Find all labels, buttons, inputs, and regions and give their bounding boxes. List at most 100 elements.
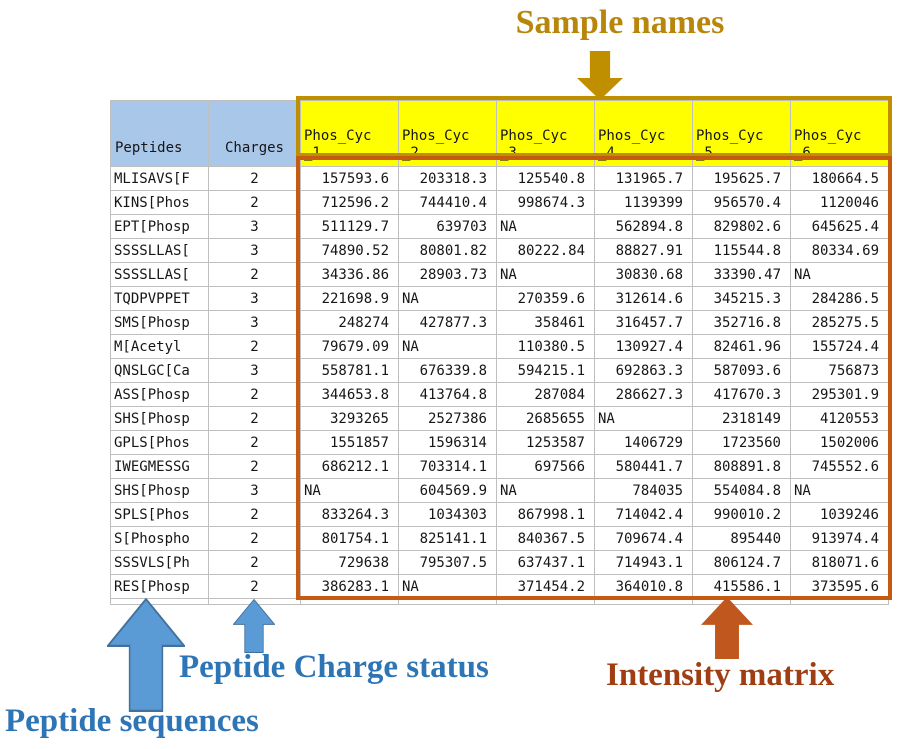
- value-cell[interactable]: 756873: [790, 358, 889, 383]
- value-cell[interactable]: 692863.3: [594, 358, 693, 383]
- value-cell[interactable]: 33390.47: [692, 262, 791, 287]
- value-cell[interactable]: 131965.7: [594, 166, 693, 191]
- value-cell[interactable]: 1502006: [790, 430, 889, 455]
- value-cell[interactable]: 316457.7: [594, 310, 693, 335]
- value-cell[interactable]: 286627.3: [594, 382, 693, 407]
- value-cell[interactable]: 284286.5: [790, 286, 889, 311]
- value-cell[interactable]: 115544.8: [692, 238, 791, 263]
- value-cell[interactable]: 709674.4: [594, 526, 693, 551]
- value-cell[interactable]: 371454.2: [496, 574, 595, 599]
- value-cell[interactable]: NA: [398, 574, 497, 599]
- value-cell[interactable]: 801754.1: [300, 526, 399, 551]
- value-cell[interactable]: 427877.3: [398, 310, 497, 335]
- charge-cell[interactable]: 3: [208, 286, 301, 311]
- peptide-cell[interactable]: S[Phospho: [110, 526, 209, 551]
- value-cell[interactable]: 312614.6: [594, 286, 693, 311]
- value-cell[interactable]: 74890.52: [300, 238, 399, 263]
- charge-cell[interactable]: 3: [208, 310, 301, 335]
- peptide-cell[interactable]: SHS[Phosp: [110, 406, 209, 431]
- value-cell[interactable]: 639703: [398, 214, 497, 239]
- column-header-6[interactable]: Phos_Cyc_6: [790, 100, 889, 167]
- value-cell[interactable]: 808891.8: [692, 454, 791, 479]
- value-cell[interactable]: 712596.2: [300, 190, 399, 215]
- peptide-cell[interactable]: SSSSLLAS[: [110, 238, 209, 263]
- value-cell[interactable]: 558781.1: [300, 358, 399, 383]
- value-cell[interactable]: NA: [496, 214, 595, 239]
- charge-cell[interactable]: 2: [208, 406, 301, 431]
- peptide-cell[interactable]: SPLS[Phos: [110, 502, 209, 527]
- value-cell[interactable]: 1406729: [594, 430, 693, 455]
- value-cell[interactable]: 554084.8: [692, 478, 791, 503]
- value-cell[interactable]: 88827.91: [594, 238, 693, 263]
- value-cell[interactable]: 352716.8: [692, 310, 791, 335]
- charge-cell[interactable]: 3: [208, 478, 301, 503]
- value-cell[interactable]: 697566: [496, 454, 595, 479]
- value-cell[interactable]: 125540.8: [496, 166, 595, 191]
- charge-cell[interactable]: 2: [208, 574, 301, 599]
- value-cell[interactable]: 4120553: [790, 406, 889, 431]
- value-cell[interactable]: 364010.8: [594, 574, 693, 599]
- value-cell[interactable]: 82461.96: [692, 334, 791, 359]
- value-cell[interactable]: 998674.3: [496, 190, 595, 215]
- value-cell[interactable]: 703314.1: [398, 454, 497, 479]
- value-cell[interactable]: 714943.1: [594, 550, 693, 575]
- value-cell[interactable]: 956570.4: [692, 190, 791, 215]
- column-header-2[interactable]: Phos_Cyc_2: [398, 100, 497, 167]
- value-cell[interactable]: 157593.6: [300, 166, 399, 191]
- value-cell[interactable]: 270359.6: [496, 286, 595, 311]
- value-cell[interactable]: 714042.4: [594, 502, 693, 527]
- peptide-cell[interactable]: TQDPVPPET: [110, 286, 209, 311]
- value-cell[interactable]: 248274: [300, 310, 399, 335]
- value-cell[interactable]: 415586.1: [692, 574, 791, 599]
- charge-cell[interactable]: 2: [208, 262, 301, 287]
- value-cell[interactable]: 1139399: [594, 190, 693, 215]
- value-cell[interactable]: 840367.5: [496, 526, 595, 551]
- value-cell[interactable]: 895440: [692, 526, 791, 551]
- value-cell[interactable]: 80222.84: [496, 238, 595, 263]
- value-cell[interactable]: NA: [594, 406, 693, 431]
- value-cell[interactable]: 604569.9: [398, 478, 497, 503]
- value-cell[interactable]: 344653.8: [300, 382, 399, 407]
- value-cell[interactable]: 745552.6: [790, 454, 889, 479]
- value-cell[interactable]: 79679.09: [300, 334, 399, 359]
- charge-cell[interactable]: 2: [208, 454, 301, 479]
- value-cell[interactable]: 417670.3: [692, 382, 791, 407]
- value-cell[interactable]: 203318.3: [398, 166, 497, 191]
- value-cell[interactable]: 2527386: [398, 406, 497, 431]
- charge-cell[interactable]: 2: [208, 430, 301, 455]
- value-cell[interactable]: 221698.9: [300, 286, 399, 311]
- value-cell[interactable]: 80334.69: [790, 238, 889, 263]
- value-cell[interactable]: 1723560: [692, 430, 791, 455]
- value-cell[interactable]: 594215.1: [496, 358, 595, 383]
- peptide-cell[interactable]: RES[Phosp: [110, 574, 209, 599]
- value-cell[interactable]: 1039246: [790, 502, 889, 527]
- value-cell[interactable]: 34336.86: [300, 262, 399, 287]
- value-cell[interactable]: 2318149: [692, 406, 791, 431]
- charge-cell[interactable]: 2: [208, 526, 301, 551]
- value-cell[interactable]: 744410.4: [398, 190, 497, 215]
- value-cell[interactable]: 990010.2: [692, 502, 791, 527]
- value-cell[interactable]: 2685655: [496, 406, 595, 431]
- value-cell[interactable]: 511129.7: [300, 214, 399, 239]
- charge-cell[interactable]: 2: [208, 550, 301, 575]
- peptide-cell[interactable]: MLISAVS[F: [110, 166, 209, 191]
- value-cell[interactable]: 686212.1: [300, 454, 399, 479]
- value-cell[interactable]: 562894.8: [594, 214, 693, 239]
- value-cell[interactable]: 1253587: [496, 430, 595, 455]
- value-cell[interactable]: 729638: [300, 550, 399, 575]
- charge-cell[interactable]: 3: [208, 238, 301, 263]
- value-cell[interactable]: NA: [790, 262, 889, 287]
- value-cell[interactable]: 833264.3: [300, 502, 399, 527]
- value-cell[interactable]: 358461: [496, 310, 595, 335]
- peptide-cell[interactable]: ASS[Phosp: [110, 382, 209, 407]
- value-cell[interactable]: NA: [398, 286, 497, 311]
- value-cell[interactable]: 825141.1: [398, 526, 497, 551]
- value-cell[interactable]: 180664.5: [790, 166, 889, 191]
- peptide-cell[interactable]: QNSLGC[Ca: [110, 358, 209, 383]
- peptide-cell[interactable]: GPLS[Phos: [110, 430, 209, 455]
- peptide-cell[interactable]: SSSSLLAS[: [110, 262, 209, 287]
- charge-cell[interactable]: 2: [208, 502, 301, 527]
- value-cell[interactable]: 1034303: [398, 502, 497, 527]
- value-cell[interactable]: NA: [300, 478, 399, 503]
- charges-column-header[interactable]: Charges: [208, 100, 301, 167]
